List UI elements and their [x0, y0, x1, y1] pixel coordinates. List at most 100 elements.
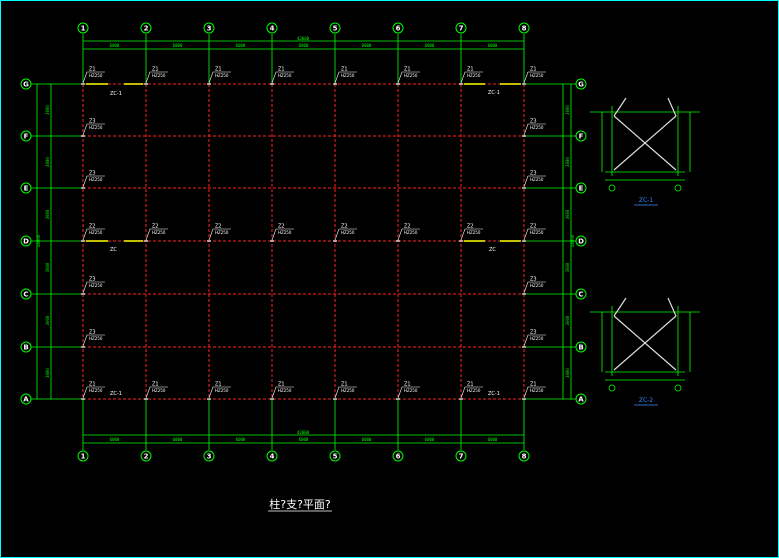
column-markers: Z1HZ250Z1HZ250Z2HZ250Z1HZ250Z1HZ250Z2HZ2… [81, 67, 546, 400]
dim-right-bay-2: 3000 [565, 157, 570, 167]
axis-bubble-right-C-circle [575, 288, 587, 300]
detail-base-bubble-1 [674, 184, 682, 192]
dim-left-bay-6: 3000 [45, 368, 50, 378]
column-label-G6-spec: HZ250 [404, 73, 418, 78]
column-label-A3-spec: HZ250 [215, 388, 229, 393]
axis-bubble-right-F-circle [575, 130, 587, 142]
axis-bubble-left-G-label: G [23, 81, 29, 89]
column-label-A5-name: Z1 [341, 382, 348, 388]
dim-bottom-bay-4: 6000 [299, 437, 309, 442]
axis-bubble-right-D-circle [575, 235, 587, 247]
axis-bubble-right-F-label: F [579, 133, 584, 141]
column-label-D3-spec: HZ250 [215, 230, 229, 235]
column-label-A8-name: Z1 [530, 382, 537, 388]
column-label-E8-spec: HZ250 [530, 177, 544, 182]
dim-top-bay-1: 6000 [110, 43, 120, 48]
axis-bubble-top-4-circle [266, 22, 278, 34]
brace-label-G-right: ZC-1 [488, 90, 500, 96]
dim-left-bay-3: 3000 [45, 209, 50, 219]
column-label-C1-name: Z3 [89, 277, 96, 283]
axis-bubble-right-B-label: B [578, 344, 583, 352]
column-label-G1-leader [82, 71, 105, 84]
axis-bubble-left-B-label: B [23, 344, 28, 352]
column-label-E1-leader [82, 175, 105, 188]
axis-bubble-bottom-7-label: 7 [459, 453, 464, 461]
axis-bubble-right-A-label: A [578, 396, 584, 404]
axis-bubble-right-D-label: D [578, 238, 584, 246]
column-label-G3-spec: HZ250 [215, 73, 229, 78]
column-label-A2-leader [145, 386, 168, 399]
axis-bubble-right-E-circle [575, 182, 587, 194]
brace-label-D-left: ZC [110, 247, 117, 253]
axis-bubble-bottom-3-label: 3 [207, 453, 212, 461]
column-label-G8-leader [523, 71, 546, 84]
axis-bubble-left-C-circle [20, 288, 32, 300]
column-label-A5-spec: HZ250 [341, 388, 355, 393]
axis-bubble-top-7-label: 7 [459, 25, 464, 33]
axis-bubble-bottom-5-label: 5 [333, 453, 338, 461]
dim-left-bay-2: 3000 [45, 157, 50, 167]
column-label-C8-leader [523, 281, 546, 294]
column-label-D6-name: Z2 [404, 224, 411, 230]
axis-bubble-left-D-circle [20, 235, 32, 247]
axis-bubble-top-2-label: 2 [144, 25, 149, 33]
dim-bottom-bay-1: 6000 [110, 437, 120, 442]
column-label-C1-leader [82, 281, 105, 294]
bracing-details: ZC-1ZC-2 [590, 97, 700, 406]
axis-bubble-bottom-6-label: 6 [396, 453, 401, 461]
detail-gusset-tl [613, 297, 627, 317]
column-label-G2-spec: HZ250 [152, 73, 166, 78]
column-label-G6-leader [397, 71, 420, 84]
column-label-D7-spec: HZ250 [467, 230, 481, 235]
column-label-D6-leader [397, 228, 420, 241]
detail-base-bubble-0 [608, 184, 616, 192]
dim-right-total: 24000 [570, 234, 575, 247]
column-label-D1-name: Z2 [89, 224, 96, 230]
detail-base-bubble-1 [674, 384, 682, 392]
axis-bubble-bottom-8-label: 8 [522, 453, 527, 461]
axis-bubble-bottom-3-circle [203, 450, 215, 462]
axis-bubble-left-E-circle [20, 182, 32, 194]
column-label-B8-name: Z3 [530, 330, 537, 336]
brace-label-D-right: ZC [489, 247, 496, 253]
grid-lines [82, 83, 525, 400]
axis-bubble-top-4-label: 4 [270, 25, 275, 33]
drawing-title: 柱?支?平面? [269, 497, 331, 511]
column-label-F8-leader [523, 123, 546, 136]
dim-left-bay-1: 3000 [45, 105, 50, 115]
dim-bottom-bay-5: 6000 [362, 437, 372, 442]
column-label-C8-name: Z3 [530, 277, 537, 283]
column-label-A3-name: Z1 [215, 382, 222, 388]
column-label-A1-name: Z1 [89, 382, 96, 388]
column-label-G7-name: Z1 [467, 67, 474, 73]
column-label-G7-spec: HZ250 [467, 73, 481, 78]
dim-bottom-bay-7: 6000 [488, 437, 498, 442]
column-label-D5-name: Z2 [341, 224, 348, 230]
column-label-A7-name: Z1 [467, 382, 474, 388]
column-label-G4-name: Z1 [278, 67, 285, 73]
detail-caption: ZC-1 [639, 197, 653, 204]
column-label-F8-spec: HZ250 [530, 125, 544, 130]
axis-bubble-left-C-label: C [23, 291, 28, 299]
axis-bubble-right-G-circle [575, 78, 587, 90]
column-label-G1-name: Z1 [89, 67, 96, 73]
axis-bubble-left-A-circle [20, 393, 32, 405]
column-label-F1-spec: HZ250 [89, 125, 103, 130]
dim-top-bay-5: 6000 [362, 43, 372, 48]
column-label-B1-leader [82, 334, 105, 347]
column-label-A4-spec: HZ250 [278, 388, 292, 393]
column-label-A2-name: Z1 [152, 382, 159, 388]
axis-bubble-right-A-circle [575, 393, 587, 405]
dim-bottom-bay-3: 6000 [236, 437, 246, 442]
axis-bubble-top-7-circle [455, 22, 467, 34]
axis-bubble-bottom-7-circle [455, 450, 467, 462]
dim-left-bay-4: 3000 [45, 262, 50, 272]
column-label-D8-leader [523, 228, 546, 241]
column-label-A4-name: Z1 [278, 382, 285, 388]
column-label-D2-name: Z2 [152, 224, 159, 230]
column-label-G4-spec: HZ250 [278, 73, 292, 78]
axis-bubble-bottom-6-circle [392, 450, 404, 462]
column-label-G5-name: Z1 [341, 67, 348, 73]
axis-bubble-left-D-label: D [23, 238, 29, 246]
axis-bubble-right-B-circle [575, 341, 587, 353]
